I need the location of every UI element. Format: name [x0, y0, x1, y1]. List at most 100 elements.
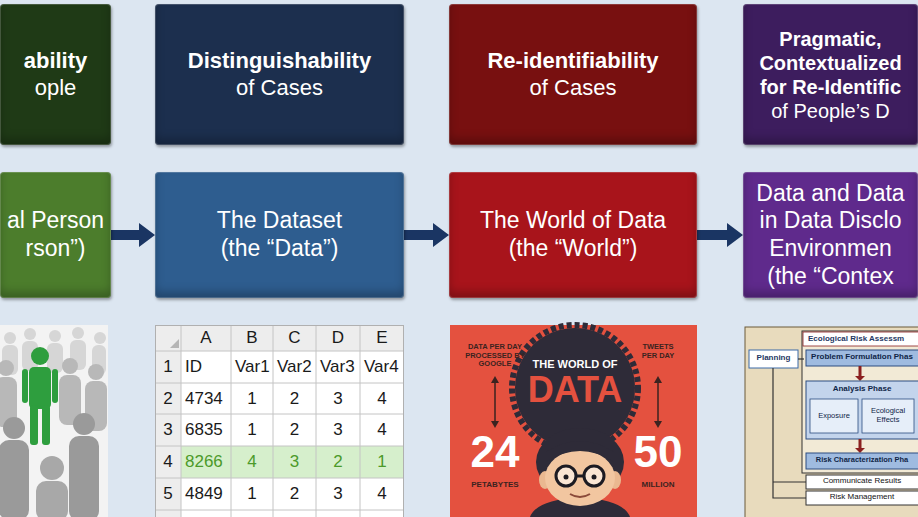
illustration-shape	[155, 325, 404, 517]
illustration-shape	[36, 456, 68, 517]
illustration-shape	[155, 414, 404, 415]
illustration-shape	[859, 439, 862, 448]
concept-box: The World of Data (the “World”)	[449, 172, 697, 298]
illustration-shape	[859, 366, 862, 376]
poster-text: DATA PER DAY PROCESSED BY GOOGLE	[465, 343, 525, 369]
poster-number: 24	[463, 428, 527, 476]
illustration-shape	[806, 491, 918, 505]
flowchart-text: Planning	[749, 353, 798, 363]
box-text: ability	[24, 48, 88, 74]
poster-unit: MILLION	[626, 480, 690, 490]
table-cell: 2	[155, 383, 181, 414]
heading-box: Re-identifiabilityof Cases	[449, 4, 697, 145]
illustration-shape	[231, 325, 232, 517]
table-cell: 4734	[185, 383, 230, 414]
illustration-shape	[155, 325, 181, 517]
illustration-shape	[806, 475, 918, 489]
illustration-shape	[42, 405, 50, 445]
table-cell: D	[316, 325, 360, 351]
illustration-shape	[0, 360, 14, 376]
illustration-shape	[4, 332, 16, 344]
flowchart-text: Risk Management	[806, 492, 918, 502]
illustration-shape	[654, 421, 662, 428]
illustration-shape	[155, 351, 404, 352]
illustration-shape	[273, 325, 274, 517]
flowchart-text: Risk Characterization Pha	[806, 455, 918, 464]
illustration-shape	[29, 367, 51, 409]
table-cell: 1	[360, 446, 404, 478]
flow-arrow	[111, 223, 155, 247]
box-text: Data and Data in Data Disclo Environmen …	[751, 180, 911, 290]
illustration-shape	[773, 481, 806, 482]
table-cell: A	[181, 325, 231, 351]
illustration-shape	[181, 446, 404, 478]
risk-assessment-flowchart	[745, 327, 918, 517]
illustration-shape	[494, 382, 496, 422]
table-cell: 2	[273, 478, 316, 510]
table-cell: 1	[231, 383, 273, 414]
flowchart-text: Exposure	[810, 411, 858, 420]
flowchart-text: Problem Formulation Phas	[806, 352, 918, 362]
illustration-shape	[155, 446, 404, 447]
box-text: Pragmatic, Contextualized for Re-Identif…	[748, 27, 913, 99]
illustration-shape	[3, 417, 25, 439]
illustration-shape	[855, 376, 865, 381]
illustration-shape	[773, 368, 806, 498]
box-subtext: of People’s D	[771, 99, 890, 123]
table-cell: 4	[360, 414, 404, 446]
concept-box: Data and Data in Data Disclo Environmen …	[743, 172, 918, 298]
illustration-shape	[810, 399, 858, 433]
illustration-shape	[155, 325, 404, 517]
illustration-shape	[803, 332, 918, 346]
illustration-shape	[855, 448, 865, 453]
table-cell: B	[231, 325, 273, 351]
heading-box: Distinguishabilityof Cases	[155, 4, 404, 145]
illustration-shape	[806, 381, 918, 439]
illustration-shape	[170, 339, 179, 348]
table-cell: 3	[273, 446, 316, 478]
illustration-shape	[450, 325, 697, 517]
box-text: The Dataset (the “Data”)	[200, 207, 360, 262]
illustration-shape	[155, 325, 404, 351]
illustration-shape	[806, 350, 918, 366]
table-cell: E	[360, 325, 404, 351]
illustration-shape	[49, 330, 61, 342]
flowchart-title: Ecological Risk Assessm	[808, 334, 916, 344]
box-text: The World of Data (the “World”)	[466, 207, 681, 262]
illustration-shape	[31, 347, 49, 365]
box-subtext: of Cases	[236, 75, 323, 101]
illustration-shape	[749, 350, 798, 368]
table-cell: ID	[185, 351, 230, 383]
illustration-shape	[155, 510, 404, 511]
table-cell: 4849	[185, 478, 230, 510]
box-text: Distinguishability	[188, 48, 371, 74]
flow-arrow	[404, 223, 449, 247]
illustration-shape	[94, 332, 106, 344]
concept-box: The Dataset (the “Data”)	[155, 172, 404, 298]
illustration-shape	[156, 326, 404, 517]
table-cell: Var2	[277, 351, 315, 383]
illustration-shape	[592, 475, 597, 480]
illustration-shape	[52, 369, 58, 403]
illustration-shape	[491, 421, 499, 428]
illustration-shape	[584, 466, 604, 486]
illustration-shape	[802, 331, 918, 473]
box-subtext: ople	[35, 75, 77, 101]
table-cell: 1	[231, 478, 273, 510]
illustration-shape	[72, 327, 84, 339]
illustration-shape	[556, 466, 576, 486]
table-cell: 4	[360, 383, 404, 414]
flowchart-text: Communicate Results	[806, 476, 918, 486]
illustration-shape	[22, 369, 28, 403]
flow-arrow	[697, 223, 743, 247]
illustration-shape	[491, 376, 499, 383]
world-of-data-poster	[450, 325, 697, 517]
box-text: Re-identifiability	[487, 48, 658, 74]
illustration-shape	[155, 383, 404, 384]
illustration-shape	[181, 325, 182, 517]
illustration-shape	[576, 475, 584, 478]
illustration-shape	[73, 413, 95, 435]
table-cell: 5	[155, 478, 181, 510]
illustration-shape	[36, 481, 68, 517]
